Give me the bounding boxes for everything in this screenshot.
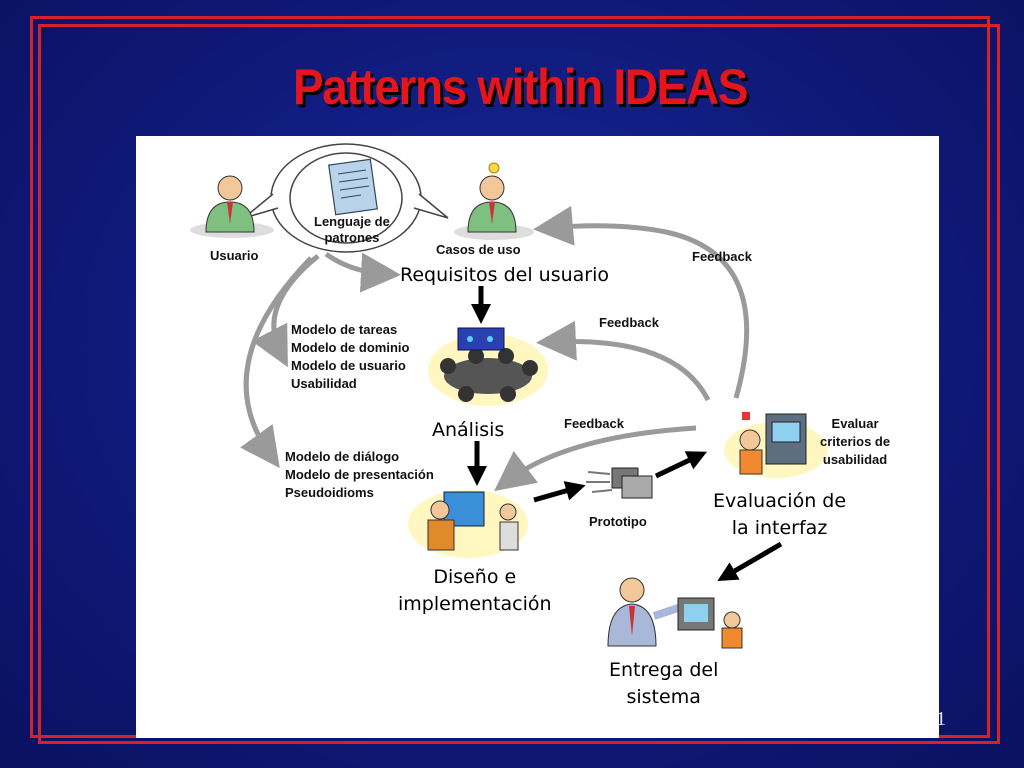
design-workstation-icon <box>408 490 528 558</box>
model-item: Modelo de usuario <box>291 358 406 373</box>
feedback-label-2: Feedback <box>599 315 659 330</box>
casos-de-uso-label: Casos de uso <box>436 242 521 257</box>
analisis-label: Análisis <box>432 419 505 441</box>
feedback-label-3: Feedback <box>564 416 624 431</box>
evaluation-person-icon <box>724 412 828 478</box>
diagram-panel: Lenguaje de patrones Usuario Casos de us… <box>136 136 939 738</box>
usuario-person-icon <box>190 175 274 238</box>
diseno-label: Diseño e implementación <box>398 564 552 618</box>
evaluar-line-1: Evaluar <box>831 416 879 431</box>
model-item: Modelo de dominio <box>291 340 410 355</box>
entrega-label: Entrega del sistema <box>609 657 718 711</box>
model-item: Pseudoidioms <box>285 485 374 500</box>
diseno-line-2: implementación <box>398 593 552 615</box>
requisitos-label: Requisitos del usuario <box>400 264 610 286</box>
model-item: Modelo de tareas <box>291 322 398 337</box>
analysis-meeting-icon <box>428 327 548 406</box>
design-models-list: Modelo de diálogo Modelo de presentación… <box>285 448 434 502</box>
evaluacion-label: Evaluación de la interfaz <box>713 488 846 542</box>
evaluar-line-3: usabilidad <box>822 452 888 467</box>
evaluacion-line-1: Evaluación de <box>713 490 847 512</box>
pattern-arrows <box>240 251 401 469</box>
feedback-label-1: Feedback <box>692 249 752 264</box>
diagram-canvas <box>190 143 828 649</box>
diseno-line-1: Diseño e <box>433 566 517 588</box>
usuario-label: Usuario <box>210 248 259 263</box>
analysis-models-list: Modelo de tareas Modelo de dominio Model… <box>291 321 409 393</box>
slide-frame-inner <box>38 24 1000 744</box>
model-item: Modelo de diálogo <box>285 449 400 464</box>
evaluar-line-2: criterios de <box>820 434 891 449</box>
flow-arrows <box>467 286 783 582</box>
prototipo-machine-icon <box>586 467 653 499</box>
model-item: Modelo de presentación <box>285 467 434 482</box>
lenguaje-patrones-label: Lenguaje de patrones <box>314 214 390 246</box>
model-item: Usabilidad <box>291 376 357 391</box>
entrega-delivery-icon <box>607 577 743 649</box>
prototipo-label: Prototipo <box>589 514 647 529</box>
slide-title: Patterns within IDEAS <box>292 59 748 115</box>
entrega-line-1: Entrega del <box>609 659 719 681</box>
evaluar-label: Evaluar criterios de usabilidad <box>820 415 890 469</box>
lenguaje-line-1: Lenguaje de <box>314 214 390 229</box>
lenguaje-line-2: patrones <box>324 230 380 245</box>
entrega-line-2: sistema <box>626 686 701 708</box>
feedback-arrows <box>494 205 750 492</box>
slide-number: 1 <box>936 708 946 730</box>
evaluacion-line-2: la interfaz <box>731 517 828 539</box>
casos-person-icon <box>454 162 534 240</box>
pattern-document-icon <box>328 158 378 216</box>
